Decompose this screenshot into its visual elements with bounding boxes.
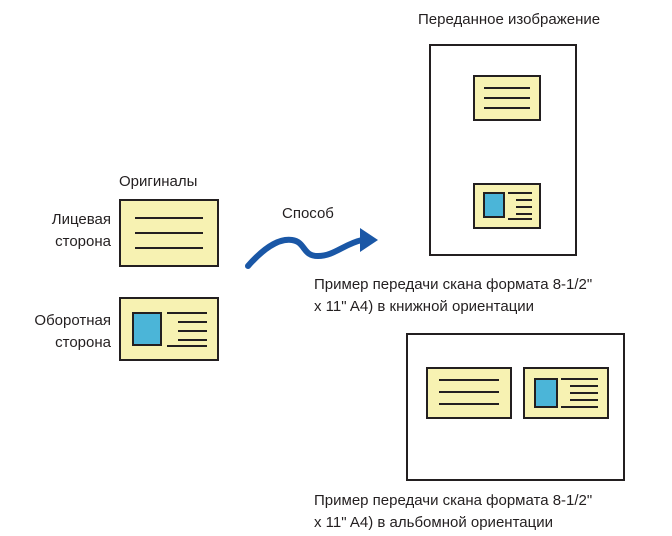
method-label: Способ xyxy=(282,205,334,222)
portrait-example-caption-line1: Пример передачи скана формата 8-1/2" xyxy=(314,276,593,293)
portrait-back-card xyxy=(473,183,541,229)
landscape-page xyxy=(406,333,625,481)
front-side-label-line1: Лицевая xyxy=(51,211,111,228)
method-arrow xyxy=(245,228,378,269)
portrait-example-caption-line2: x 11" A4) в книжной ориентации xyxy=(314,298,535,315)
back-side-label-line2: сторона xyxy=(55,334,111,351)
landscape-example-caption-line1: Пример передачи скана формата 8-1/2" xyxy=(314,492,593,509)
back-side-label-line1: Оборотная xyxy=(34,312,111,329)
originals-title: Оригиналы xyxy=(119,173,198,190)
original-front-card xyxy=(119,199,219,267)
transmitted-image-title: Переданное изображение xyxy=(418,11,601,28)
landscape-example-caption-line2: x 11" A4) в альбомной ориентации xyxy=(314,514,553,531)
landscape-front-card xyxy=(426,367,512,419)
portrait-page xyxy=(429,44,577,256)
portrait-front-card xyxy=(473,75,541,121)
landscape-back-card xyxy=(523,367,609,419)
original-back-card xyxy=(119,297,219,361)
front-side-label-line2: сторона xyxy=(55,233,111,250)
